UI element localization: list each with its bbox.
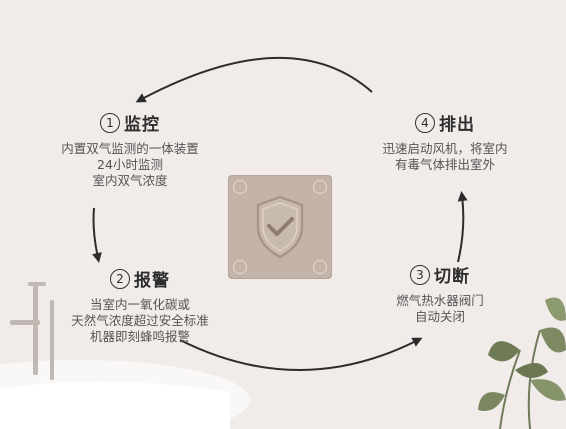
desc-line: 自动关闭 <box>414 309 465 324</box>
step-number: 4 <box>415 112 435 133</box>
step-number: 2 <box>110 268 130 289</box>
step-label: 排出 <box>439 115 475 135</box>
corner-dot <box>313 260 327 274</box>
arrow-bottom <box>179 337 423 371</box>
corner-dot <box>313 180 327 194</box>
step-title: 4 排出 <box>345 110 545 135</box>
step-title: 2 报警 <box>40 266 240 291</box>
desc-line: 有毒气体排出室外 <box>394 157 495 172</box>
desc-line: 24小时监测 <box>97 157 163 172</box>
arrow-right <box>457 191 468 263</box>
center-badge <box>228 175 332 279</box>
faucet-icon <box>10 282 54 380</box>
arrow-top <box>135 56 373 103</box>
step-description: 内置双气监测的一体装置 24小时监测 室内双气浓度 <box>30 141 230 189</box>
arrow-left <box>92 207 102 263</box>
step-description: 迅速启动风机，将室内 有毒气体排出室外 <box>345 141 545 173</box>
desc-line: 机器即刻蜂鸣报警 <box>89 329 190 344</box>
desc-line: 迅速启动风机，将室内 <box>382 141 508 156</box>
step-exhaust: 4 排出 迅速启动风机，将室内 有毒气体排出室外 <box>345 110 545 173</box>
desc-line: 当室内一氧化碳或 <box>89 297 190 312</box>
step-title: 1 监控 <box>30 110 230 135</box>
desc-line: 室内双气浓度 <box>92 173 168 188</box>
plant-icon <box>478 297 566 429</box>
step-description: 当室内一氧化碳或 天然气浓度超过安全标准 机器即刻蜂鸣报警 <box>40 297 240 345</box>
step-title: 3 切断 <box>350 262 530 287</box>
step-number: 3 <box>410 264 430 285</box>
desc-line: 燃气热水器阀门 <box>396 293 484 308</box>
step-label: 报警 <box>134 271 170 291</box>
corner-dot <box>233 260 247 274</box>
desc-line: 内置双气监测的一体装置 <box>61 141 199 156</box>
desc-line: 天然气浓度超过安全标准 <box>71 313 209 328</box>
step-label: 监控 <box>124 115 160 135</box>
step-shutoff: 3 切断 燃气热水器阀门 自动关闭 <box>350 262 530 325</box>
step-monitor: 1 监控 内置双气监测的一体装置 24小时监测 室内双气浓度 <box>30 110 230 189</box>
step-description: 燃气热水器阀门 自动关闭 <box>350 293 530 325</box>
corner-dot <box>233 180 247 194</box>
shield-check-icon <box>256 195 304 259</box>
step-alarm: 2 报警 当室内一氧化碳或 天然气浓度超过安全标准 机器即刻蜂鸣报警 <box>40 266 240 345</box>
step-label: 切断 <box>434 267 470 287</box>
step-number: 1 <box>100 112 120 133</box>
